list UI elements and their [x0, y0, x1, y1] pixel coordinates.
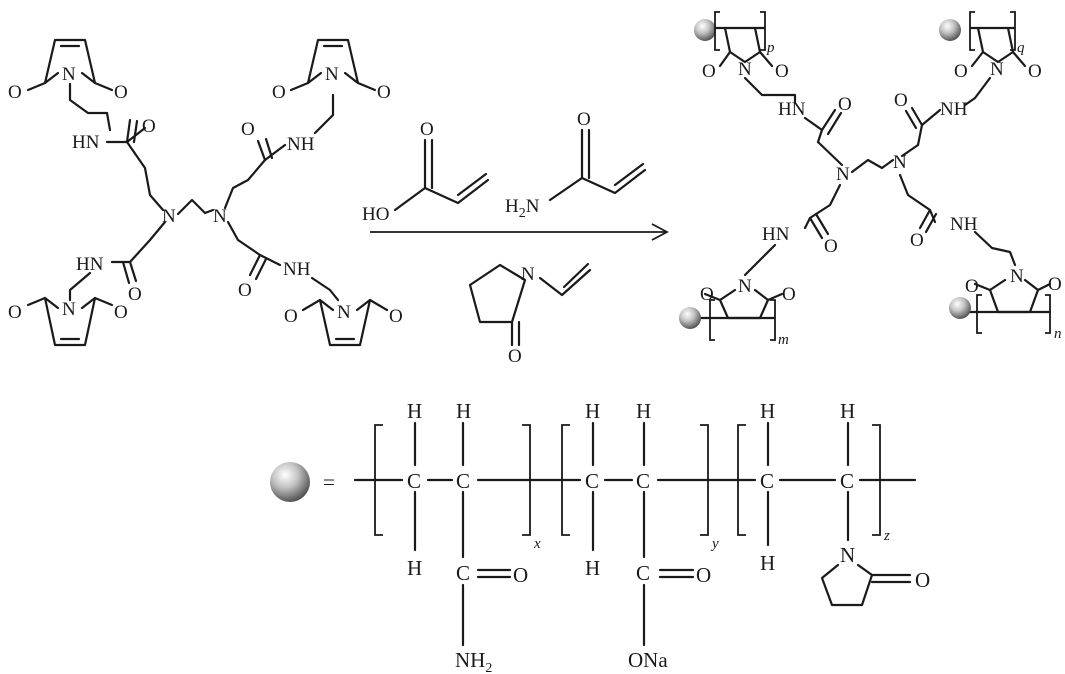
atom-H: H — [585, 399, 600, 423]
polymer-sphere-legend — [270, 462, 310, 502]
atom-O: O — [894, 90, 908, 111]
atom-O: O — [8, 82, 22, 103]
atom-N: N — [62, 64, 76, 85]
atom-O: O — [915, 568, 930, 592]
atom-O: O — [954, 61, 968, 82]
atom-C: C — [760, 469, 774, 493]
atom-O: O — [700, 284, 714, 305]
atom-HN: HN — [76, 254, 104, 275]
atom-HN: HN — [72, 132, 100, 153]
atom-O: O — [965, 276, 979, 297]
atom-HO: HO — [362, 204, 389, 225]
atom-N: N — [325, 64, 339, 85]
atom-H: H — [760, 399, 775, 423]
atom-O: O — [1048, 274, 1062, 295]
atom-O: O — [782, 284, 796, 305]
atom-H: H — [760, 551, 775, 575]
atom-N: N — [738, 59, 752, 80]
acrylamide: O H2N — [505, 109, 647, 221]
subscript-m: m — [778, 332, 789, 348]
atom-C: C — [407, 469, 421, 493]
subscript-z: z — [883, 528, 890, 544]
n-vinylpyrrolidone: O N — [468, 262, 592, 367]
atom-O: O — [420, 119, 434, 140]
atom-ONa: ONa — [628, 648, 668, 672]
atom-O: O — [508, 346, 522, 367]
subscript-p: p — [766, 40, 775, 56]
atom-C: C — [636, 561, 650, 585]
atom-N: N — [337, 302, 351, 323]
atom-O: O — [128, 284, 142, 305]
atom-O: O — [284, 306, 298, 327]
sphere-legend: = x y z C C H H H C O NH2 C — [270, 399, 930, 674]
subscript-n: n — [1054, 326, 1062, 342]
atom-NH: NH — [283, 259, 311, 280]
atom-N: N — [893, 152, 907, 173]
atom-O: O — [272, 82, 286, 103]
atom-O: O — [389, 306, 403, 327]
atom-N: N — [738, 276, 752, 297]
reaction-arrow — [370, 223, 669, 241]
atom-C: C — [636, 469, 650, 493]
atom-H: H — [585, 556, 600, 580]
atom-O: O — [775, 61, 789, 82]
atom-O: O — [241, 119, 255, 140]
atom-N: N — [990, 59, 1004, 80]
atom-O: O — [702, 61, 716, 82]
atom-H: H — [636, 399, 651, 423]
atom-NH: NH — [940, 99, 968, 120]
atom-H: H — [407, 556, 422, 580]
polymer-sphere — [694, 19, 716, 41]
subscript-y: y — [710, 536, 719, 552]
atom-O: O — [238, 280, 252, 301]
maleimide-ring-top-left: N O O — [8, 38, 128, 103]
atom-N: N — [1010, 266, 1024, 287]
crosslinker-molecule: N O O HN O N O HN N O O N — [8, 38, 403, 347]
atom-N: N — [836, 164, 850, 185]
atom-C: C — [456, 469, 470, 493]
atom-O: O — [8, 302, 22, 323]
atom-N: N — [521, 264, 535, 285]
maleimide-ring-bottom-left: N O O — [8, 296, 128, 347]
equals-sign: = — [323, 470, 335, 494]
atom-O: O — [142, 116, 156, 137]
atom-H: H — [840, 399, 855, 423]
subscript-q: q — [1017, 40, 1025, 56]
atom-N: N — [213, 206, 227, 227]
atom-O: O — [114, 302, 128, 323]
polymer-sphere — [679, 307, 701, 329]
maleimide-ring-bottom-right: N O O — [284, 298, 403, 347]
polymer-sphere — [939, 19, 961, 41]
atom-O: O — [910, 230, 924, 251]
atom-O: O — [377, 82, 391, 103]
atom-NH2: NH2 — [455, 648, 492, 674]
atom-N: N — [840, 543, 855, 567]
atom-HN: HN — [778, 99, 806, 120]
atom-O: O — [696, 563, 711, 587]
subscript-x: x — [533, 536, 541, 552]
atom-NH: NH — [950, 214, 978, 235]
atom-H: H — [456, 399, 471, 423]
acrylic-acid: O HO — [362, 119, 490, 225]
atom-H: H — [407, 399, 422, 423]
atom-O: O — [513, 563, 528, 587]
atom-O: O — [114, 82, 128, 103]
atom-C: C — [456, 561, 470, 585]
atom-C: C — [585, 469, 599, 493]
polymer-sphere — [949, 297, 971, 319]
atom-C: C — [840, 469, 854, 493]
atom-O: O — [824, 236, 838, 257]
atom-O: O — [1028, 61, 1042, 82]
atom-N: N — [62, 299, 76, 320]
atom-O: O — [838, 94, 852, 115]
atom-O: O — [577, 109, 591, 130]
atom-H2N: H2N — [505, 196, 540, 221]
atom-NH: NH — [287, 134, 315, 155]
product-molecule: p O O N HN O N N q O O N NH O — [679, 11, 1062, 348]
atom-HN: HN — [762, 224, 790, 245]
maleimide-ring-top-right: N O O — [272, 38, 391, 103]
